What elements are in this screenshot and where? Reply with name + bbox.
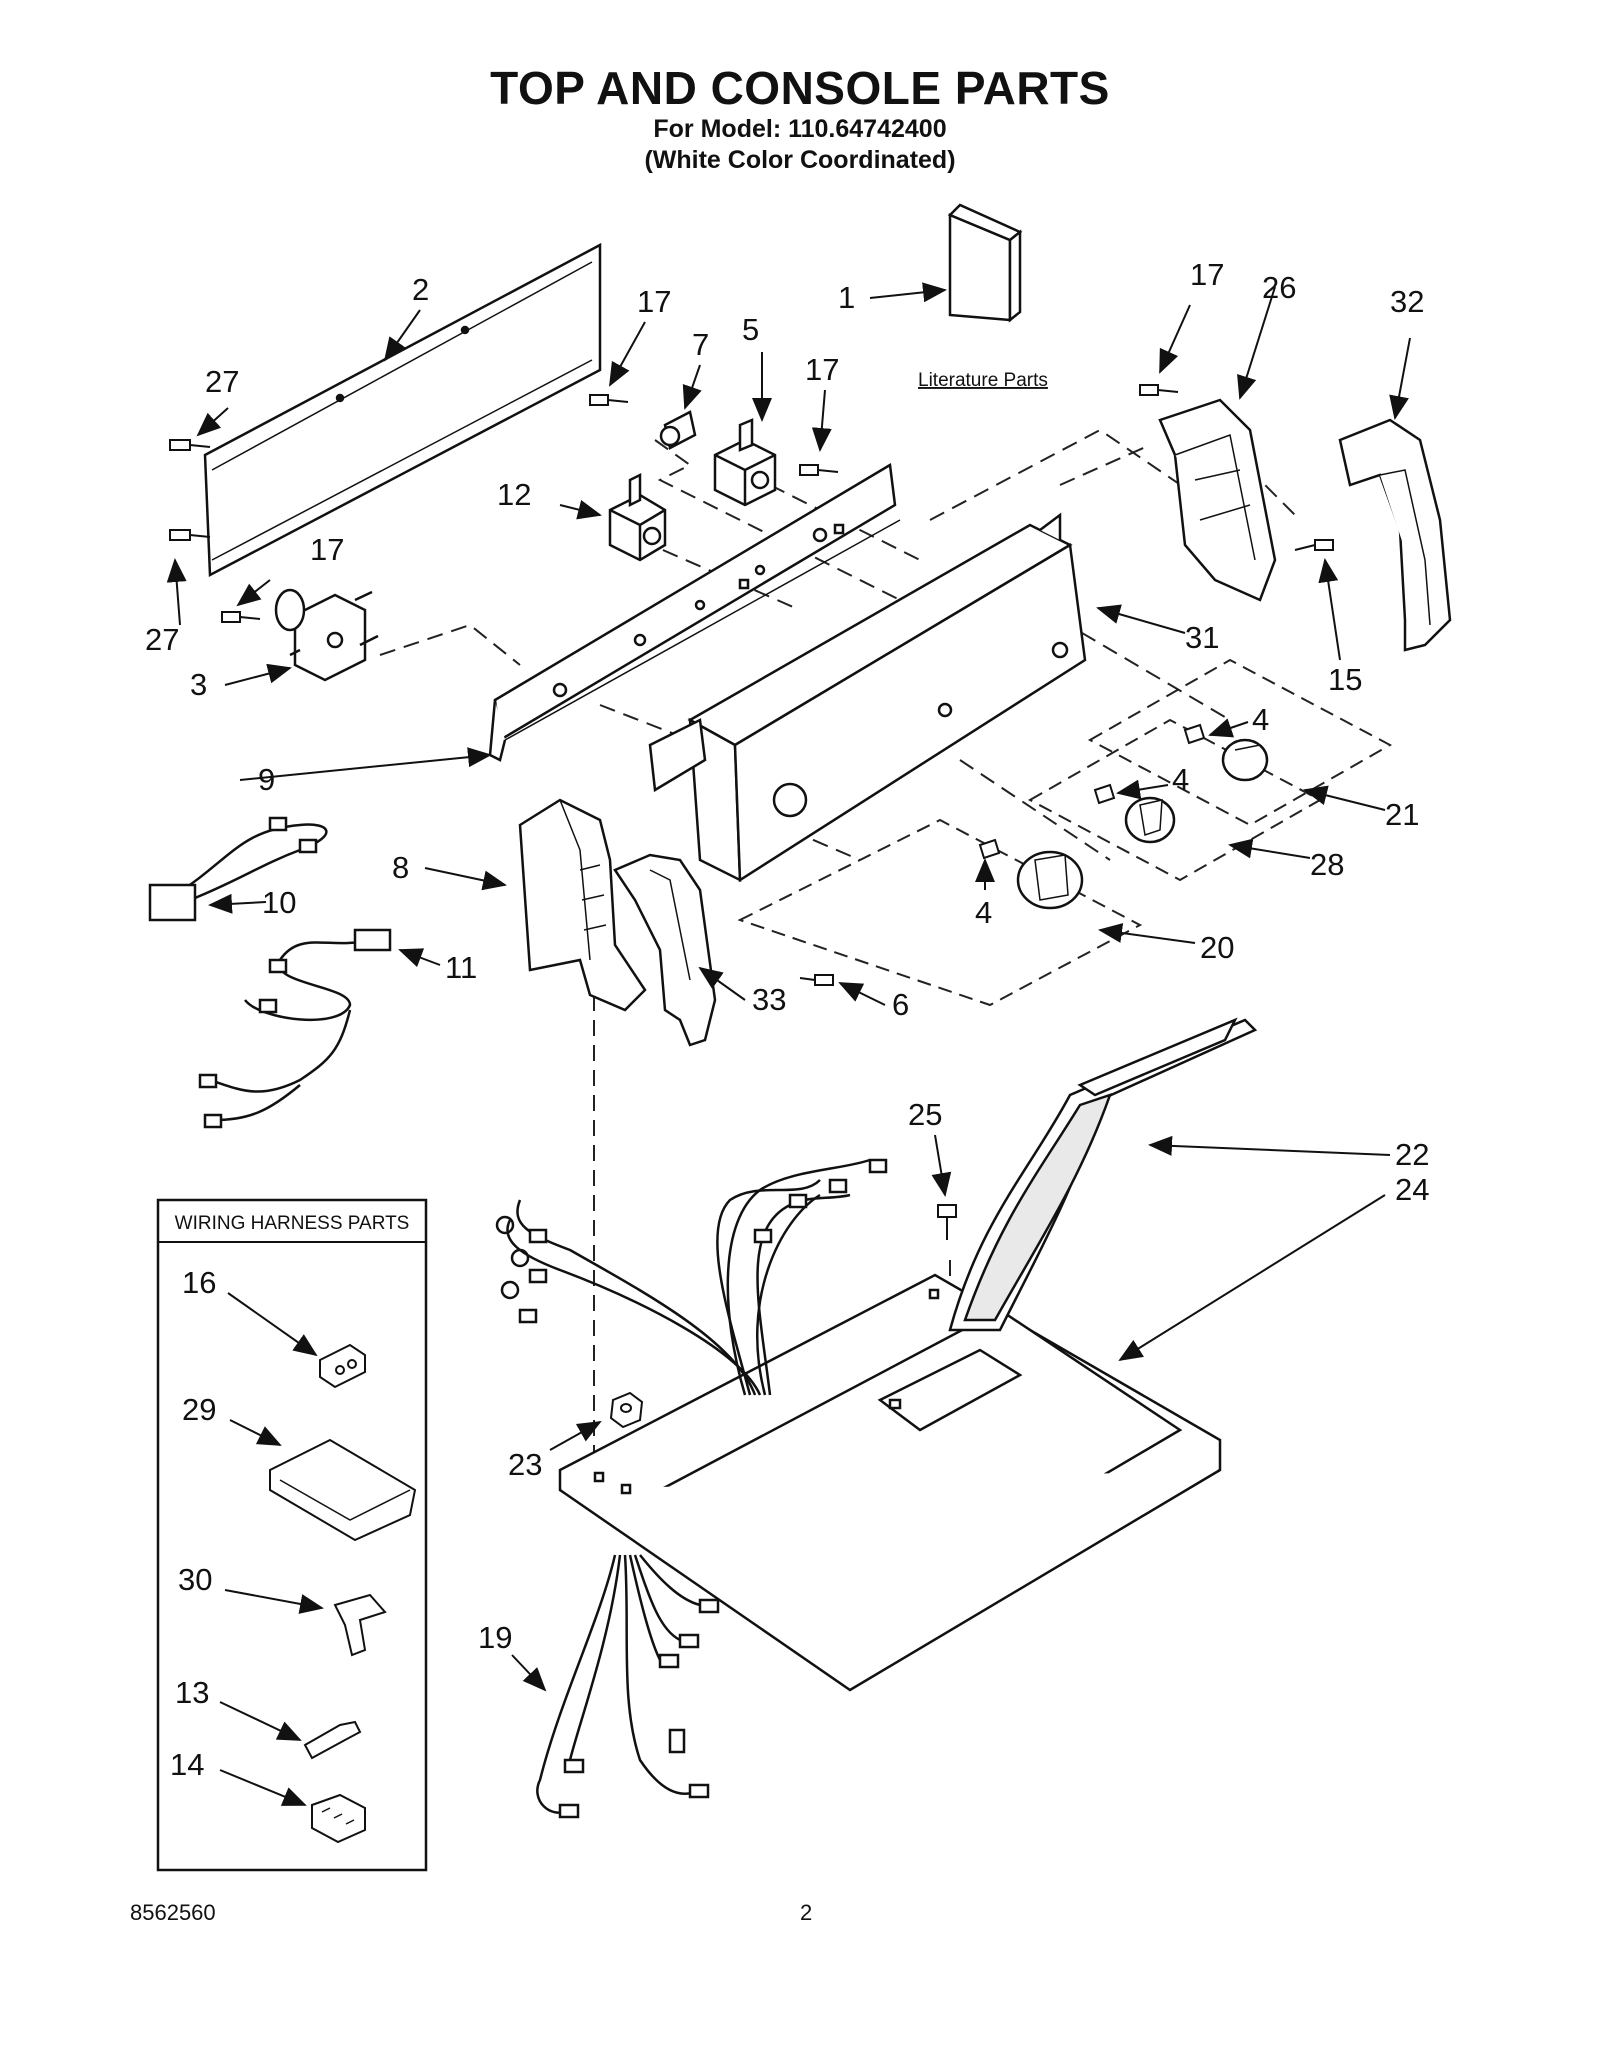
part-1-literature	[947, 203, 1023, 323]
page-title: TOP AND CONSOLE PARTS	[490, 62, 1110, 114]
color-line: (White Color Coordinated)	[644, 146, 956, 174]
screw-17-b	[799, 464, 839, 476]
callout-33: 33	[752, 982, 786, 1017]
callout-27-lower: 27	[145, 622, 179, 657]
part-16-connector	[319, 1343, 366, 1389]
callout-9: 9	[258, 762, 275, 797]
screw-15	[1294, 539, 1334, 551]
callout-26: 26	[1262, 270, 1296, 305]
callout-leaders	[166, 282, 1411, 1806]
screw-17-d	[1139, 384, 1179, 396]
part-33-end-cap	[613, 853, 717, 1047]
callout-28: 28	[1310, 847, 1344, 882]
screw-17-c	[221, 611, 261, 623]
callout-7: 7	[692, 327, 709, 362]
callout-8: 8	[392, 850, 409, 885]
callout-12: 12	[497, 477, 531, 512]
screw-27-lower	[169, 529, 211, 541]
part-11-harness	[198, 928, 392, 1129]
part-31-console	[648, 512, 1087, 883]
part-22-lint-screen	[948, 1017, 1258, 1332]
screw-25	[937, 1204, 957, 1240]
group-20-outline	[737, 818, 1143, 1007]
callout-3: 3	[190, 667, 207, 702]
screw-6	[799, 974, 834, 986]
part-19-harness-upper	[495, 1158, 888, 1396]
wiring-box-title: WIRING HARNESS PARTS	[175, 1213, 410, 1234]
callout-13: 13	[175, 1675, 209, 1710]
part-14-connector	[311, 1793, 366, 1844]
callout-2: 2	[412, 272, 429, 307]
callout-numbers: 1 2 27 27 17 7 5 17 12 17 3 9 17 26 32 3…	[145, 257, 1429, 1782]
clips-4	[978, 723, 1206, 860]
part-24-top-panel	[558, 1273, 1222, 1692]
callout-5: 5	[742, 312, 759, 347]
group-28-outline	[1027, 718, 1323, 882]
callout-25: 25	[908, 1097, 942, 1132]
part-30-clip	[333, 1593, 387, 1657]
callout-1: 1	[838, 280, 855, 315]
part-3-timer	[274, 588, 379, 682]
callout-4-c: 4	[975, 895, 992, 930]
callout-19: 19	[478, 1620, 512, 1655]
doc-number: 8562560	[130, 1900, 216, 1925]
part-12-switch	[608, 472, 667, 562]
part-10-harness	[148, 816, 328, 922]
model-line: For Model: 110.64742400	[653, 115, 947, 143]
callout-4-a: 4	[1252, 702, 1269, 737]
callout-20: 20	[1200, 930, 1234, 965]
callout-17-c: 17	[310, 532, 344, 567]
page-header: TOP AND CONSOLE PARTS For Model: 110.647…	[0, 62, 1600, 176]
callout-11: 11	[445, 950, 477, 985]
callout-14: 14	[170, 1747, 204, 1782]
callout-17-a: 17	[637, 284, 671, 319]
screws	[169, 384, 1334, 1240]
part-2-panel	[203, 242, 602, 578]
callout-10: 10	[262, 885, 296, 920]
callout-4-b: 4	[1172, 762, 1189, 797]
part-29-connector-block	[269, 1438, 417, 1542]
callout-17-b: 17	[805, 352, 839, 387]
callout-23: 23	[508, 1447, 542, 1482]
screw-17-a	[589, 394, 629, 406]
wiring-harness-box	[156, 1198, 428, 1872]
part-19-harness-lower	[536, 1554, 720, 1819]
callout-32: 32	[1390, 284, 1424, 319]
knob-20	[1016, 850, 1084, 910]
part-9-bracket	[488, 462, 901, 762]
part-26-end-cap	[1158, 398, 1277, 602]
callout-22: 22	[1395, 1137, 1429, 1172]
part-5-switch	[713, 418, 777, 507]
callout-15: 15	[1328, 662, 1362, 697]
assembly-guide-lines	[379, 428, 1301, 1470]
callout-31: 31	[1185, 620, 1219, 655]
part-13-terminal	[303, 1720, 362, 1760]
page-number: 2	[800, 1900, 813, 1925]
part-7-clip	[659, 410, 697, 450]
callout-6: 6	[892, 987, 909, 1022]
literature-parts-label: Literature Parts	[918, 370, 1048, 391]
callout-16: 16	[182, 1265, 216, 1300]
knob-28	[1124, 796, 1176, 844]
callout-27-upper: 27	[205, 364, 239, 399]
callout-29: 29	[182, 1392, 216, 1427]
callout-21: 21	[1385, 797, 1419, 832]
callout-30: 30	[178, 1562, 212, 1597]
callout-17-d: 17	[1190, 257, 1224, 292]
group-21-outline	[1087, 658, 1393, 827]
knob-21	[1221, 738, 1269, 782]
part-32-end-cap	[1338, 418, 1452, 652]
callout-24: 24	[1395, 1172, 1429, 1207]
part-8-end-cap	[518, 798, 647, 1012]
screw-27-upper	[169, 439, 211, 451]
part-23-grommet	[609, 1391, 644, 1429]
